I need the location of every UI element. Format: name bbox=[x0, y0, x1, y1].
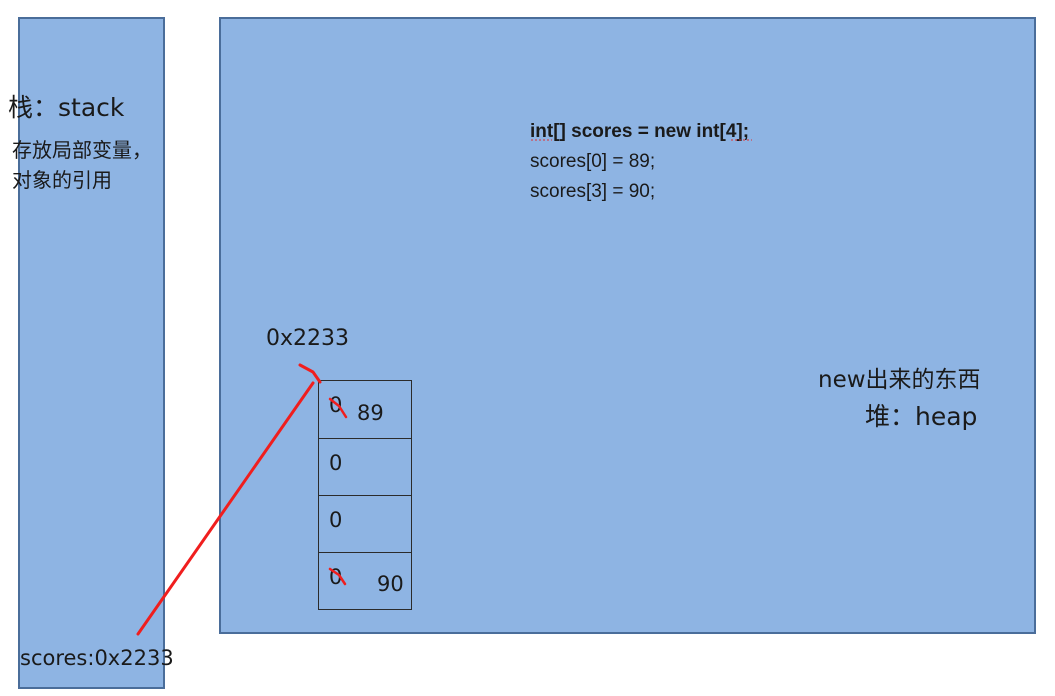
stack-title: 栈：stack bbox=[8, 93, 125, 122]
array-cell-3-default: 0 bbox=[329, 565, 343, 589]
array-cell-0-default: 0 bbox=[329, 393, 343, 417]
array-cell-3-value: 90 bbox=[377, 572, 404, 596]
array-cell-3: 0 90 bbox=[319, 552, 411, 609]
code-line-assign-index-0: scores[0] = 89; bbox=[530, 151, 656, 172]
array-cell-2-default: 0 bbox=[329, 508, 343, 532]
stack-variable-scores: scores:0x2233 bbox=[20, 646, 174, 670]
array-address-label: 0x2233 bbox=[266, 326, 350, 351]
array-cell-0-value: 89 bbox=[357, 401, 384, 425]
heap-description: new出来的东西 bbox=[818, 367, 981, 393]
code-line-assign-index-3: scores[3] = 90; bbox=[530, 181, 656, 202]
array-cell-1-default: 0 bbox=[329, 451, 343, 475]
stack-description-line-1: 存放局部变量， bbox=[12, 138, 152, 162]
array-cell-2: 0 bbox=[319, 495, 411, 552]
array-object: 0 89 0 0 0 90 bbox=[318, 380, 412, 610]
array-cell-0: 0 89 bbox=[319, 381, 411, 438]
array-cell-1: 0 bbox=[319, 438, 411, 495]
stack-description-line-2: 对象的引用 bbox=[12, 168, 112, 192]
heap-title: 堆：heap bbox=[865, 402, 978, 431]
code-line-declaration: int[] scores = new int[4]; bbox=[530, 121, 750, 142]
heap-panel bbox=[219, 17, 1036, 634]
